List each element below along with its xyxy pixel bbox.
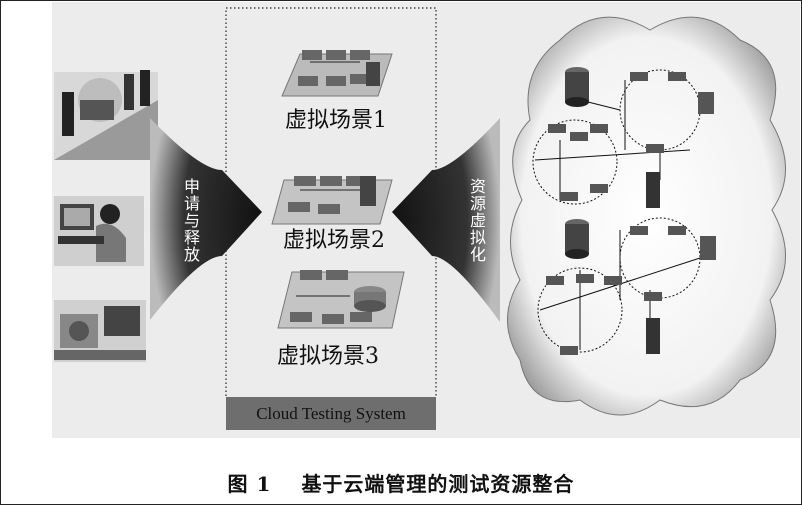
cloud-switches-top [548, 72, 714, 208]
caption-text: 基于云端管理的测试资源整合 [301, 472, 575, 496]
right-arrow-label: 资源虚拟化 [467, 178, 486, 263]
left-funnel-arrow [150, 118, 262, 320]
scene-2-label: 虚拟场景2 [283, 228, 385, 253]
user-workstation-image [54, 300, 146, 362]
users-meeting-image [54, 70, 158, 160]
scene-3-graphic [277, 270, 405, 329]
user-computer-image [54, 196, 144, 266]
caption-number: 图 1 [227, 472, 272, 496]
cloud-network-top [532, 69, 701, 205]
scene-1-label: 虚拟场景1 [285, 108, 387, 133]
figure-caption: 图 1 基于云端管理的测试资源整合 [0, 468, 802, 497]
cloud-switches-bottom [546, 226, 716, 355]
cloud-database-top [565, 67, 589, 107]
scene-1-graphic [281, 50, 393, 97]
right-funnel-arrow [392, 118, 500, 322]
cloud-database-bottom [565, 219, 589, 259]
scene-3-label: 虚拟场景3 [277, 344, 379, 369]
scene-2-graphic [271, 176, 393, 225]
system-label: Cloud Testing System [226, 397, 436, 430]
left-arrow-label: 申请与释放 [181, 178, 200, 263]
resource-cloud [507, 16, 786, 416]
